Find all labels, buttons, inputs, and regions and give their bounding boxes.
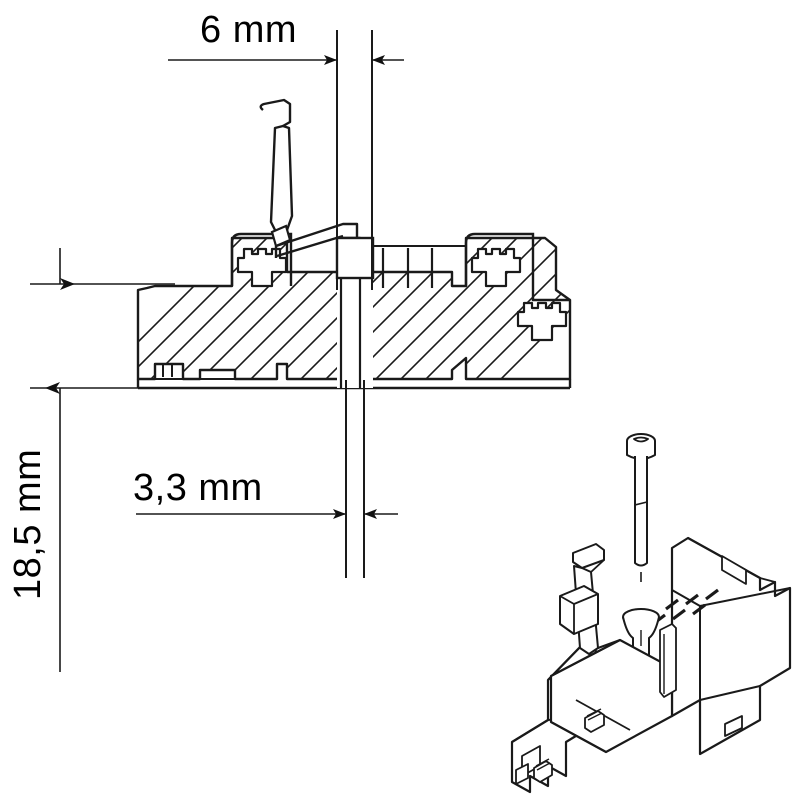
dim-label-3-3mm: 3,3 mm [133, 467, 263, 509]
dim-label-18-5mm: 18,5 mm [7, 449, 49, 600]
socket-notch-a [759, 577, 776, 583]
span-top-edge [550, 639, 621, 677]
clip-collar-edges [559, 593, 599, 634]
dimension-18-5mm: 18,5 mm [7, 248, 175, 672]
spring-clip-hook [259, 98, 292, 150]
clip-arm-lower [276, 234, 344, 258]
left-block-edge-c [511, 719, 549, 743]
socket-top-right-edge [699, 587, 791, 607]
iso-terminal-screws [533, 708, 605, 783]
central-bore-fill [337, 272, 373, 388]
span-bottom-edge [550, 721, 607, 753]
screw-shank [634, 456, 648, 567]
terminal-slot-right-upper [470, 247, 522, 288]
screw-thread-break [634, 501, 648, 506]
spring-clip-blade [269, 124, 294, 234]
socket-body-span [549, 638, 674, 754]
step-shelf [531, 286, 570, 302]
bore-boss [335, 236, 375, 280]
base-recess [199, 369, 236, 380]
cooling-fins [381, 248, 434, 288]
iso-latch [659, 623, 677, 698]
clip-blade-edge [590, 559, 605, 573]
socket-body-right [670, 536, 792, 756]
left-block-foot [515, 763, 529, 785]
right-shoulder-block [464, 232, 535, 286]
left-shoulder-block [230, 232, 293, 286]
clip-collar [559, 585, 599, 635]
base-rib [276, 364, 288, 379]
socket-bottom-tab [724, 715, 743, 737]
terminal-slot-left [236, 247, 288, 288]
dimension-3-3mm: 3,3 mm [133, 380, 398, 578]
socket-top-slot [721, 555, 747, 585]
base-notch-left [154, 363, 184, 380]
dim-label-6mm: 6 mm [200, 9, 297, 51]
isometric-view [510, 433, 792, 794]
dimension-6mm: 6 mm [168, 9, 404, 290]
socket-right-lower-edge [699, 685, 761, 701]
retaining-clip-iso [559, 543, 621, 655]
clip-tip-edge [597, 639, 621, 649]
clip-arm-upper [275, 222, 359, 248]
iso-latch-body [659, 623, 677, 698]
terminal-slot-lower [516, 301, 568, 342]
spring-clip-foot [270, 224, 292, 248]
hex-socket-cap-screw [626, 433, 656, 582]
section-view [136, 98, 572, 390]
iso-screw-knurl [535, 708, 603, 771]
screw-hex-recess [633, 436, 649, 443]
